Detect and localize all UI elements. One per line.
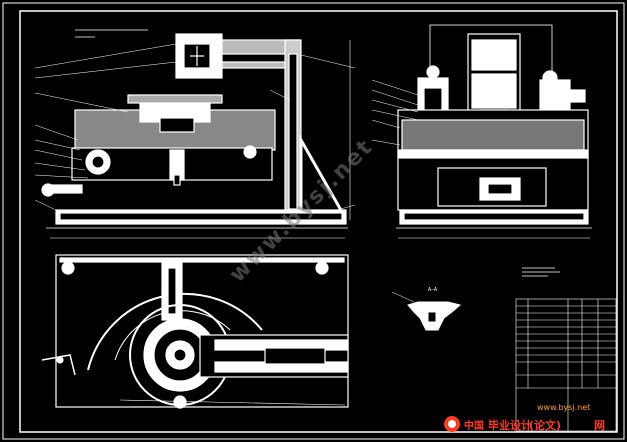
technical-notes bbox=[522, 267, 560, 277]
watermark-paper-text: (论文) bbox=[529, 419, 562, 432]
title-block bbox=[515, 298, 617, 432]
watermark-logo-text: 中国 bbox=[464, 421, 484, 432]
watermark-logo bbox=[444, 416, 460, 432]
side-view bbox=[371, 24, 592, 239]
plan-frame bbox=[55, 254, 349, 408]
front-view bbox=[34, 29, 356, 239]
drawing-border-inner bbox=[19, 10, 618, 433]
watermark-net-text: 网 bbox=[594, 419, 605, 432]
section-a-a bbox=[391, 291, 462, 331]
watermark-url: www.bysj.net bbox=[537, 403, 591, 412]
plan-view bbox=[41, 254, 349, 409]
watermark-main-text: 毕业设计 bbox=[488, 419, 532, 432]
section-label-a-a: A—A bbox=[428, 287, 438, 293]
